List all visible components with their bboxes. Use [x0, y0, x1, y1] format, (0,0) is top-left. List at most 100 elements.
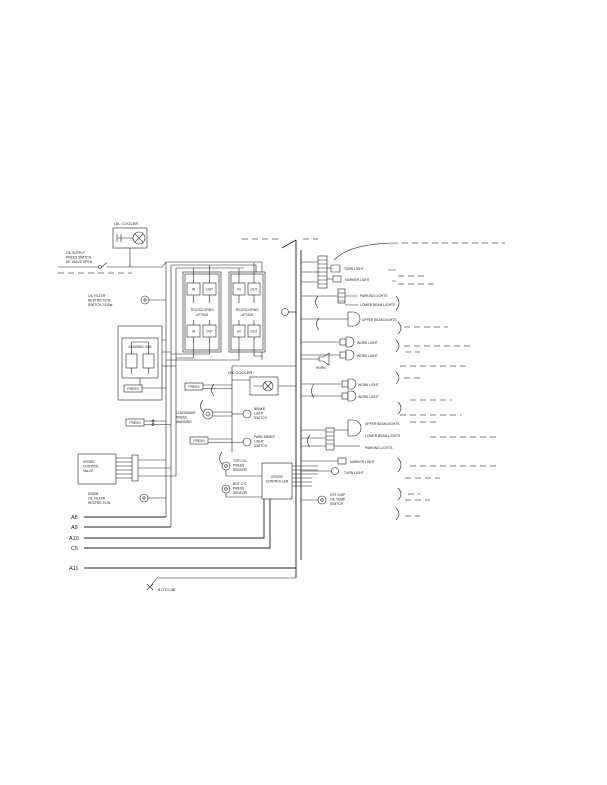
- slewing-cab-internal-wires: [131, 341, 149, 385]
- controller-output-wires: [292, 465, 318, 487]
- valve-block-label-1: TELESCOPING: [190, 308, 214, 312]
- horn-label: HORN: [316, 366, 326, 370]
- pressure-switch-dot-icon: [205, 411, 211, 417]
- cut-mark-icon: [146, 583, 154, 591]
- press-sensor-left: PRESS: [125, 418, 171, 427]
- pressure-switch-icon: [202, 408, 214, 420]
- oil-supply-label-2: PRESS SWITCH: [66, 256, 92, 260]
- drain-filter-label-3: RESTRICTION: [88, 501, 111, 505]
- harness-wires: [84, 496, 296, 569]
- oil-supply-label-1: OIL SUPPLY: [66, 251, 86, 255]
- bot-cyl-label-3: SENSOR: [233, 491, 248, 495]
- turn-light-icon: [331, 467, 339, 475]
- bot-cyl-label-1: BOT CYL: [233, 482, 247, 486]
- upper-light-wires: [301, 261, 348, 320]
- valve-block-label-2: LIFTING: [196, 313, 209, 317]
- connector-pins: [338, 292, 358, 306]
- press-sensor-wires: [144, 420, 171, 425]
- park-brake-switch: PRESS PARK BRAKE LIGHT SWITCH: [189, 435, 276, 448]
- oil-supply-wire: [58, 248, 167, 268]
- work-light-label: WORK LIGHT: [358, 395, 379, 399]
- pressure-switch-icon: [139, 493, 149, 503]
- callout-brackets: [200, 295, 320, 465]
- valve-block-wires: [171, 265, 210, 359]
- harness-label-a11: A11: [69, 566, 78, 572]
- low-brake-wires: [213, 411, 232, 417]
- port-out-label: OUT: [206, 330, 213, 334]
- harness-label-a8: A8: [71, 515, 78, 521]
- press-label: PRESS: [188, 385, 200, 389]
- harness-label-c5: C5: [71, 546, 78, 552]
- fan-blade-icon: [134, 233, 144, 243]
- top-cyl-sensor: TOP CYL PRESS SENSOR: [221, 459, 262, 477]
- press-box: [189, 436, 209, 445]
- port-in-label: IN: [192, 330, 196, 334]
- low-brake-warning: LOW BRAKE PRESS WARNING: [176, 408, 232, 424]
- oil-cooler-label: OIL COOLER: [228, 370, 252, 375]
- slewing-cab-label: SLEWING CAB: [129, 345, 153, 349]
- terminal-icon: [151, 423, 155, 426]
- top-cyl-wire: [225, 470, 262, 477]
- control-valve: KROSS CONTROL VALVE: [77, 453, 176, 485]
- work-light-label: WORK LIGHT: [357, 354, 378, 358]
- oil-cooler-label: OIL COOLER: [114, 221, 138, 226]
- work-light-connector: [341, 380, 349, 388]
- sensor-icon: [221, 484, 231, 494]
- valve-block-wires: [166, 262, 262, 361]
- park-brake-label-3: SWITCH: [254, 444, 268, 448]
- terminal-icon: [151, 419, 155, 423]
- port-out-label: OUT: [251, 330, 258, 334]
- parking-lights-label: PARKING LIGHTS: [360, 294, 388, 298]
- press-label: PRESS: [127, 387, 139, 391]
- brake-light-label-1: BRAKE: [254, 407, 266, 411]
- port-in-label: IN: [192, 288, 196, 292]
- control-valve-box: [77, 453, 117, 485]
- valve-block-inner: [230, 273, 264, 351]
- port-in-label: IN: [237, 288, 241, 292]
- callout-leaders: [333, 242, 402, 521]
- valve-block-label-2: LIFTING: [241, 313, 254, 317]
- pressure-switch-dot-icon: [143, 298, 147, 302]
- bot-cyl-wire: [225, 493, 262, 498]
- main-harness: [281, 239, 302, 578]
- harness-label-a9: A9: [71, 525, 78, 531]
- sensor-dot-icon: [224, 464, 228, 468]
- center-distribution-wires: [231, 365, 296, 452]
- connector-pins: [318, 259, 327, 285]
- sensor-icon: [281, 308, 289, 316]
- controller-label-1: KROSS: [271, 475, 283, 479]
- press-box: [123, 384, 143, 393]
- oil-supply-label-3: NC VALVE OPEN: [66, 260, 93, 264]
- lower-beam-label: LOWER BEAM LIGHTS: [365, 434, 401, 438]
- control-valve-connector: [131, 454, 139, 482]
- top-cyl-label-1: TOP CYL: [233, 459, 247, 463]
- top-cyl-label-2: PRESS: [233, 464, 245, 468]
- switch-contact-icon: [98, 265, 102, 269]
- work-light-icon: [347, 378, 357, 390]
- callout-placeholder-top: [242, 238, 505, 244]
- work-light-connector: [339, 338, 347, 346]
- controller-label-2: CONTROLLER: [266, 480, 289, 484]
- marker-light-label: MARKER LIGHT: [345, 278, 370, 282]
- work-light-icon: [347, 390, 357, 402]
- obscured-callouts: [58, 238, 505, 521]
- hst-label-3: SWITCH: [330, 502, 344, 506]
- fan-motor-icon: [116, 234, 133, 242]
- connector-pins: [326, 429, 360, 447]
- control-valve-label-2: CONTROL: [83, 465, 99, 469]
- connector-block: [325, 427, 335, 451]
- control-valve-label-3: VALVE: [83, 469, 94, 473]
- fan-blade-icon: [253, 382, 272, 390]
- work-light-label: WORK LIGHT: [358, 383, 379, 387]
- control-valve-label-1: KROSS: [83, 460, 95, 464]
- temp-switch-dot-icon: [320, 498, 324, 502]
- lower-light-wires: [301, 429, 338, 472]
- port-out-label: OUT: [251, 288, 258, 292]
- valve-block-right: IN OUT TELESCOPING LIFTING IN OUT: [166, 262, 266, 361]
- pressure-switch-icon: [140, 295, 150, 305]
- work-light-wires: [301, 341, 342, 397]
- turn-light-label: TURN LIGHT: [344, 267, 364, 271]
- port-out-label: OUT: [206, 288, 213, 292]
- park-brake-label-2: LIGHT: [254, 440, 264, 444]
